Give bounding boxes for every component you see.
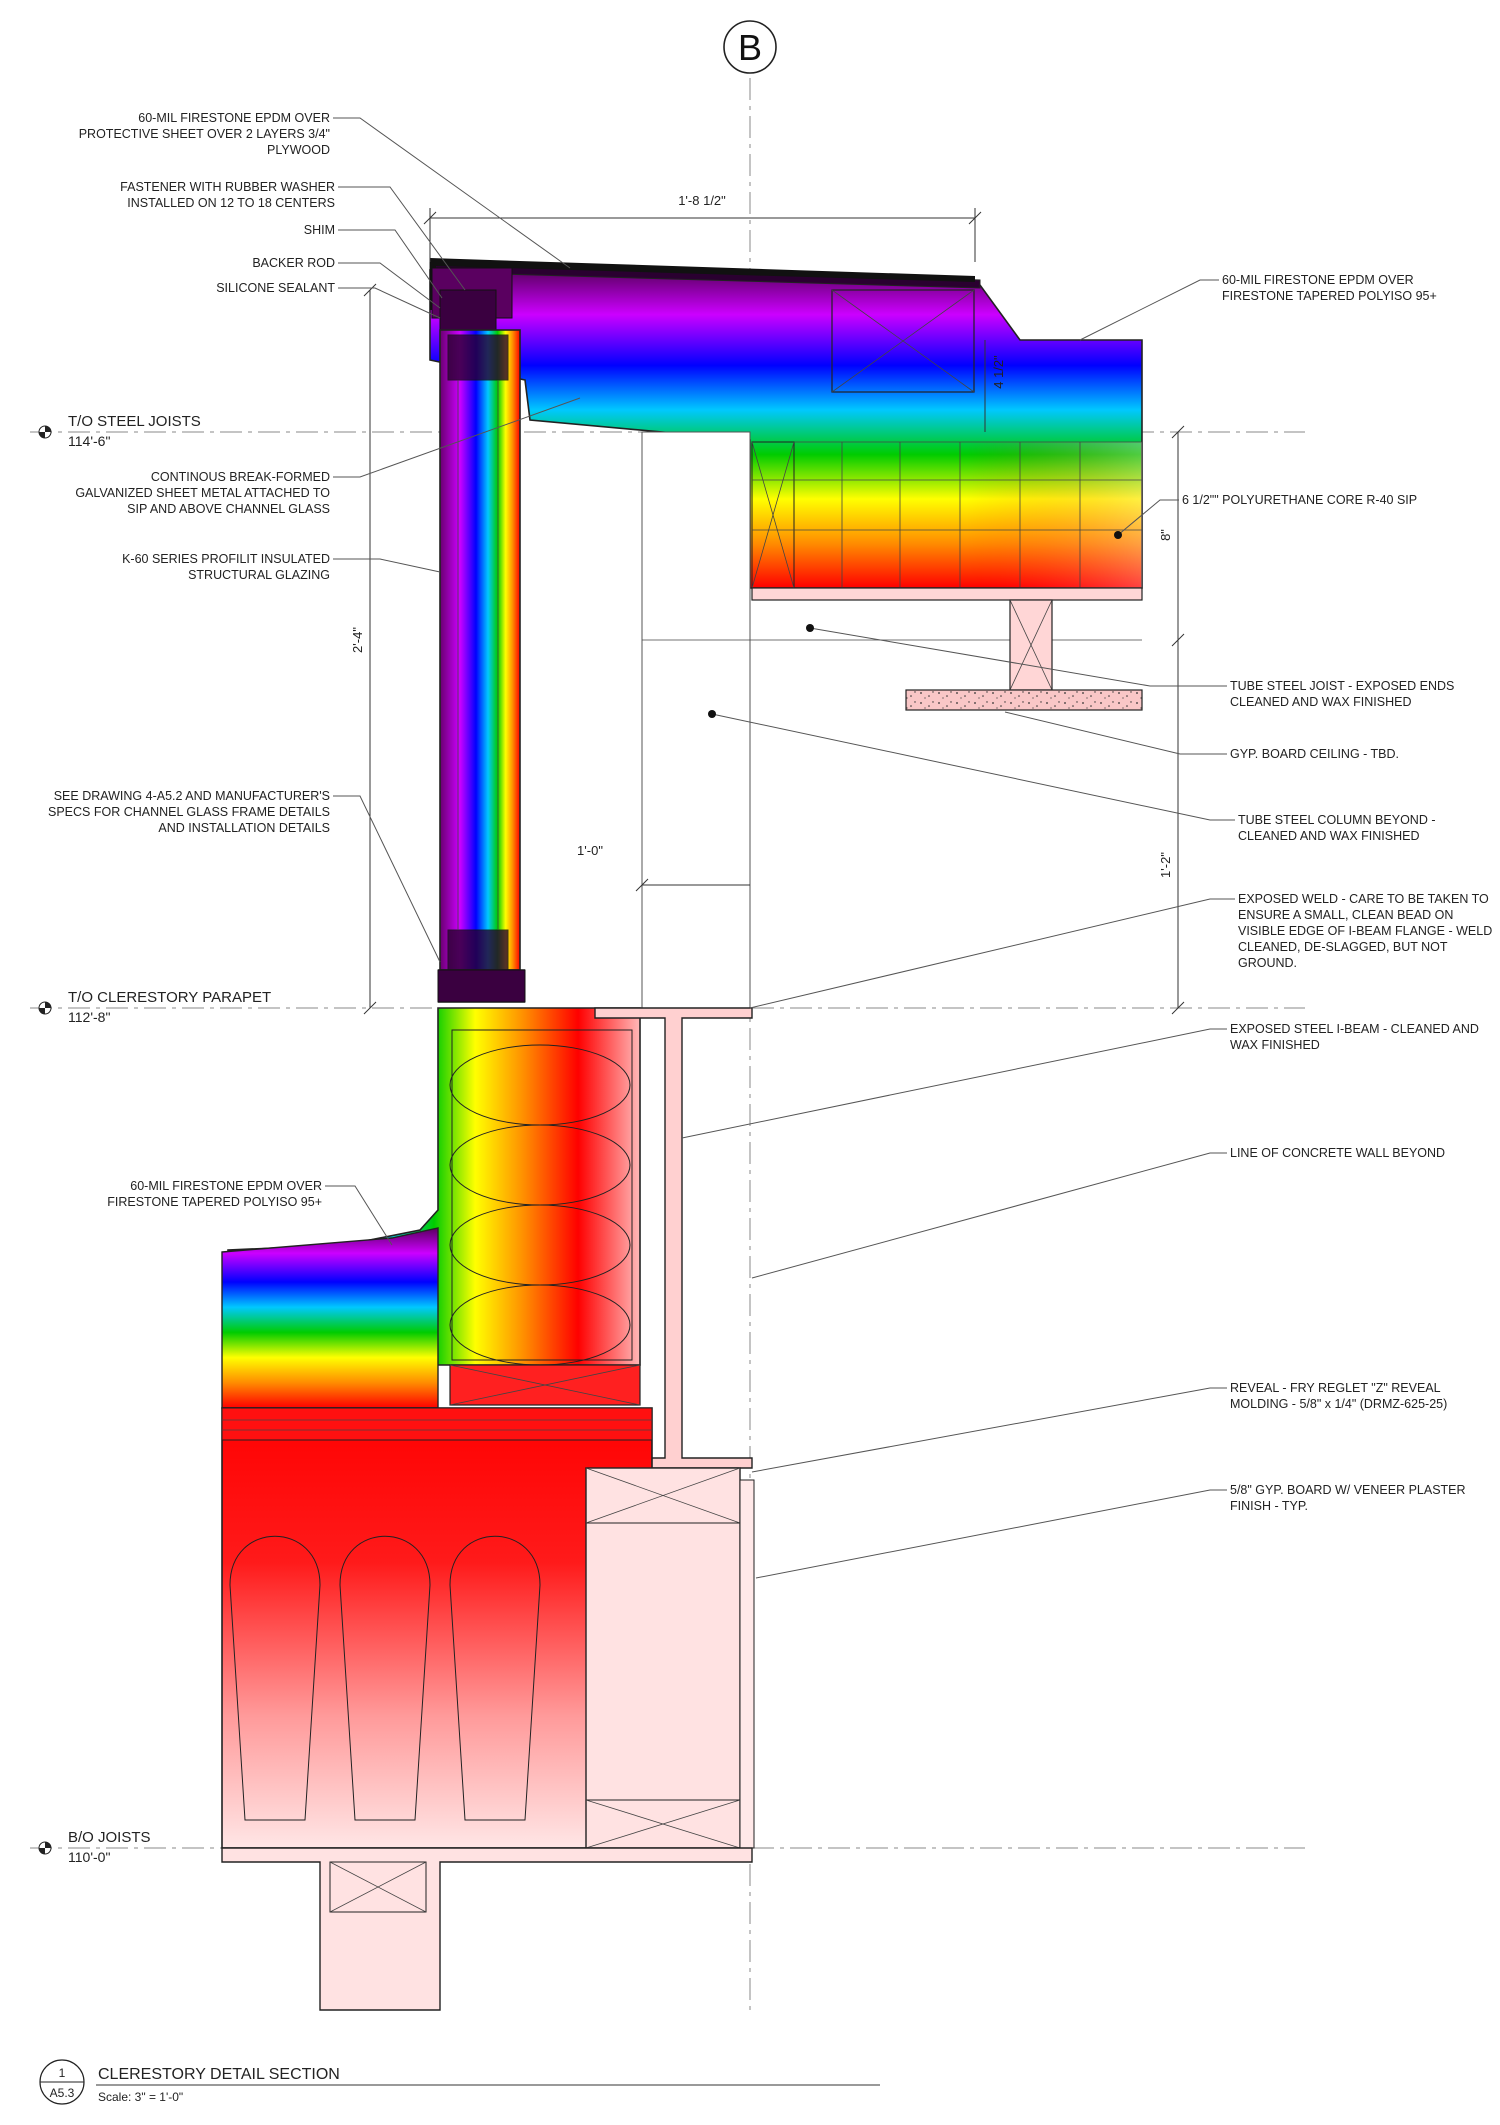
level-elevation: 112'-8": [68, 1009, 110, 1025]
parapet-cap: [430, 258, 975, 331]
dimension-inner-width: 1'-0": [577, 843, 603, 858]
level-name: T/O STEEL JOISTS: [68, 413, 201, 430]
note-line: GYP. BOARD CEILING - TBD.: [1230, 747, 1399, 761]
roof-assembly: [429, 261, 1143, 601]
title-block: 1 A5.3 CLERESTORY DETAIL SECTION Scale: …: [39, 2059, 880, 2105]
note-line: PLYWOOD: [267, 143, 330, 157]
note-line: SEE DRAWING 4-A5.2 AND MANUFACTURER'S: [54, 789, 330, 803]
svg-text:REVEAL - FRY REGLET "Z" REVEAL: REVEAL - FRY REGLET "Z" REVEAL MOLDING - …: [1230, 1381, 1447, 1411]
blocking-hatch: [449, 1029, 633, 1366]
svg-text:SEE DRAWING 4-A5.2 AND MANUFAC: SEE DRAWING 4-A5.2 AND MANUFACTURER'S SPE…: [48, 789, 330, 835]
note-line: FINISH - TYP.: [1230, 1499, 1308, 1513]
level-marker-icon: [38, 425, 52, 439]
note-line: PROTECTIVE SHEET OVER 2 LAYERS 3/4": [79, 127, 330, 141]
note-line: EXPOSED WELD - CARE TO BE TAKEN TO: [1238, 892, 1489, 906]
note-line: 5/8" GYP. BOARD W/ VENEER PLASTER: [1230, 1483, 1466, 1497]
dimension-sip-depth: 8": [1158, 529, 1173, 541]
note-line: REVEAL - FRY REGLET "Z" REVEAL: [1230, 1381, 1441, 1395]
note-line: 6 1/2"" POLYURETHANE CORE R-40 SIP: [1182, 493, 1417, 507]
parapet-wall: [221, 1007, 641, 1409]
channel-glass: [437, 329, 526, 1003]
note-line: CLEANED, DE-SLAGGED, BUT NOT: [1238, 940, 1448, 954]
note-line: CLEANED AND WAX FINISHED: [1230, 695, 1412, 709]
right-notes: 60-MIL FIRESTONE EPDM OVER FIRESTONE TAPE…: [1182, 273, 1492, 1513]
drawing-scale: Scale: 3" = 1'-0": [98, 2090, 183, 2104]
svg-text:SHIM: SHIM: [304, 223, 335, 237]
level-marker-icon: [38, 1841, 52, 1855]
left-notes: 60-MIL FIRESTONE EPDM OVER PROTECTIVE SHE…: [48, 111, 335, 1209]
left-leaders: [325, 117, 581, 1246]
sheet-number: A5.3: [50, 2086, 75, 2100]
right-leaders: [681, 279, 1235, 1579]
dimension-glazing-height: 2'-4": [350, 627, 365, 653]
lower-structure: [221, 1407, 755, 2011]
note-line: VISIBLE EDGE OF I-BEAM FLANGE - WELD: [1238, 924, 1492, 938]
note-line: GALVANIZED SHEET METAL ATTACHED TO: [75, 486, 330, 500]
svg-text:LINE OF CONCRETE WALL BEYOND: LINE OF CONCRETE WALL BEYOND: [1230, 1146, 1445, 1160]
level-lines: T/O STEEL JOISTS 114'-6" T/O CLERESTORY …: [30, 413, 1305, 1865]
dimension-labels: 1'-8 1/2" 4 1/2" 8" 2'-4" 1'-0" 1'-2": [350, 193, 1173, 878]
note-line: 60-MIL FIRESTONE EPDM OVER: [138, 111, 330, 125]
note-line: FASTENER WITH RUBBER WASHER: [120, 180, 335, 194]
level-elevation: 110'-0": [68, 1849, 110, 1865]
note-line: SIP AND ABOVE CHANNEL GLASS: [127, 502, 330, 516]
note-line: EXPOSED STEEL I-BEAM - CLEANED AND: [1230, 1022, 1479, 1036]
svg-text:5/8" GYP. BOARD W/ VENEER PLAS: 5/8" GYP. BOARD W/ VENEER PLASTER FINISH …: [1230, 1483, 1466, 1513]
note-line: ENSURE A SMALL, CLEAN BEAD ON: [1238, 908, 1453, 922]
note-line: BACKER ROD: [252, 256, 335, 270]
note-line: K-60 SERIES PROFILIT INSULATED: [122, 552, 330, 566]
note-line: SPECS FOR CHANNEL GLASS FRAME DETAILS: [48, 805, 330, 819]
dimension-column-height: 1'-2": [1158, 852, 1173, 878]
level-marker-icon: [38, 1001, 52, 1015]
svg-text:GYP. BOARD CEILING - TBD.: GYP. BOARD CEILING - TBD.: [1230, 747, 1399, 761]
note-line: CLEANED AND WAX FINISHED: [1238, 829, 1420, 843]
drawing-title: CLERESTORY DETAIL SECTION: [98, 2066, 340, 2083]
note-line: GROUND.: [1238, 956, 1297, 970]
svg-text:K-60 SERIES PROFILIT INSULATED: K-60 SERIES PROFILIT INSULATED STRUCTURAL…: [122, 552, 330, 582]
level-elevation: 114'-6": [68, 433, 110, 449]
note-line: INSTALLED ON 12 TO 18 CENTERS: [127, 196, 335, 210]
svg-text:EXPOSED STEEL I-BEAM - CLEANED: EXPOSED STEEL I-BEAM - CLEANED AND WAX FI…: [1230, 1022, 1479, 1052]
note-line: FIRESTONE TAPERED POLYISO 95+: [107, 1195, 322, 1209]
note-line: 60-MIL FIRESTONE EPDM OVER: [1222, 273, 1414, 287]
svg-text:TUBE STEEL COLUMN BEYOND -CLEA: TUBE STEEL COLUMN BEYOND - CLEANED AND WA…: [1238, 813, 1436, 843]
note-line: FIRESTONE TAPERED POLYISO 95+: [1222, 289, 1437, 303]
steel-i-beam: [594, 1007, 753, 1469]
note-line: LINE OF CONCRETE WALL BEYOND: [1230, 1146, 1445, 1160]
dimension-overall-width: 1'-8 1/2": [678, 193, 726, 208]
svg-text:6 1/2"" POLYURETHANE CORE R-40: 6 1/2"" POLYURETHANE CORE R-40 SIP: [1182, 493, 1417, 507]
dimension-curb-height: 4 1/2": [991, 355, 1006, 389]
note-line: MOLDING - 5/8" x 1/4" (DRMZ-625-25): [1230, 1397, 1447, 1411]
svg-text:EXPOSED WELD - CARE TO BE TAKE: EXPOSED WELD - CARE TO BE TAKEN TO ENSURE…: [1238, 892, 1492, 970]
note-line: CONTINOUS BREAK-FORMED: [151, 470, 330, 484]
note-line: WAX FINISHED: [1230, 1038, 1320, 1052]
note-line: SILICONE SEALANT: [216, 281, 335, 295]
dimension-lines: [363, 208, 1185, 1015]
note-line: TUBE STEEL JOIST - EXPOSED ENDS: [1230, 679, 1454, 693]
note-line: TUBE STEEL COLUMN BEYOND -: [1238, 813, 1436, 827]
grid-bubble-label: B: [738, 27, 762, 68]
note-line: STRUCTURAL GLAZING: [188, 568, 330, 582]
interior-space: [641, 431, 1143, 1009]
level-name: T/O CLERESTORY PARAPET: [68, 989, 271, 1006]
note-line: AND INSTALLATION DETAILS: [158, 821, 330, 835]
note-line: 60-MIL FIRESTONE EPDM OVER: [130, 1179, 322, 1193]
svg-text:TUBE STEEL JOIST - EXPOSED END: TUBE STEEL JOIST - EXPOSED ENDS CLEANED A…: [1230, 679, 1454, 709]
svg-text:SILICONE SEALANT: SILICONE SEALANT: [216, 281, 335, 295]
level-name: B/O JOISTS: [68, 1829, 151, 1846]
detail-number: 1: [59, 2066, 66, 2080]
svg-text:BACKER ROD: BACKER ROD: [252, 256, 335, 270]
note-line: SHIM: [304, 223, 335, 237]
